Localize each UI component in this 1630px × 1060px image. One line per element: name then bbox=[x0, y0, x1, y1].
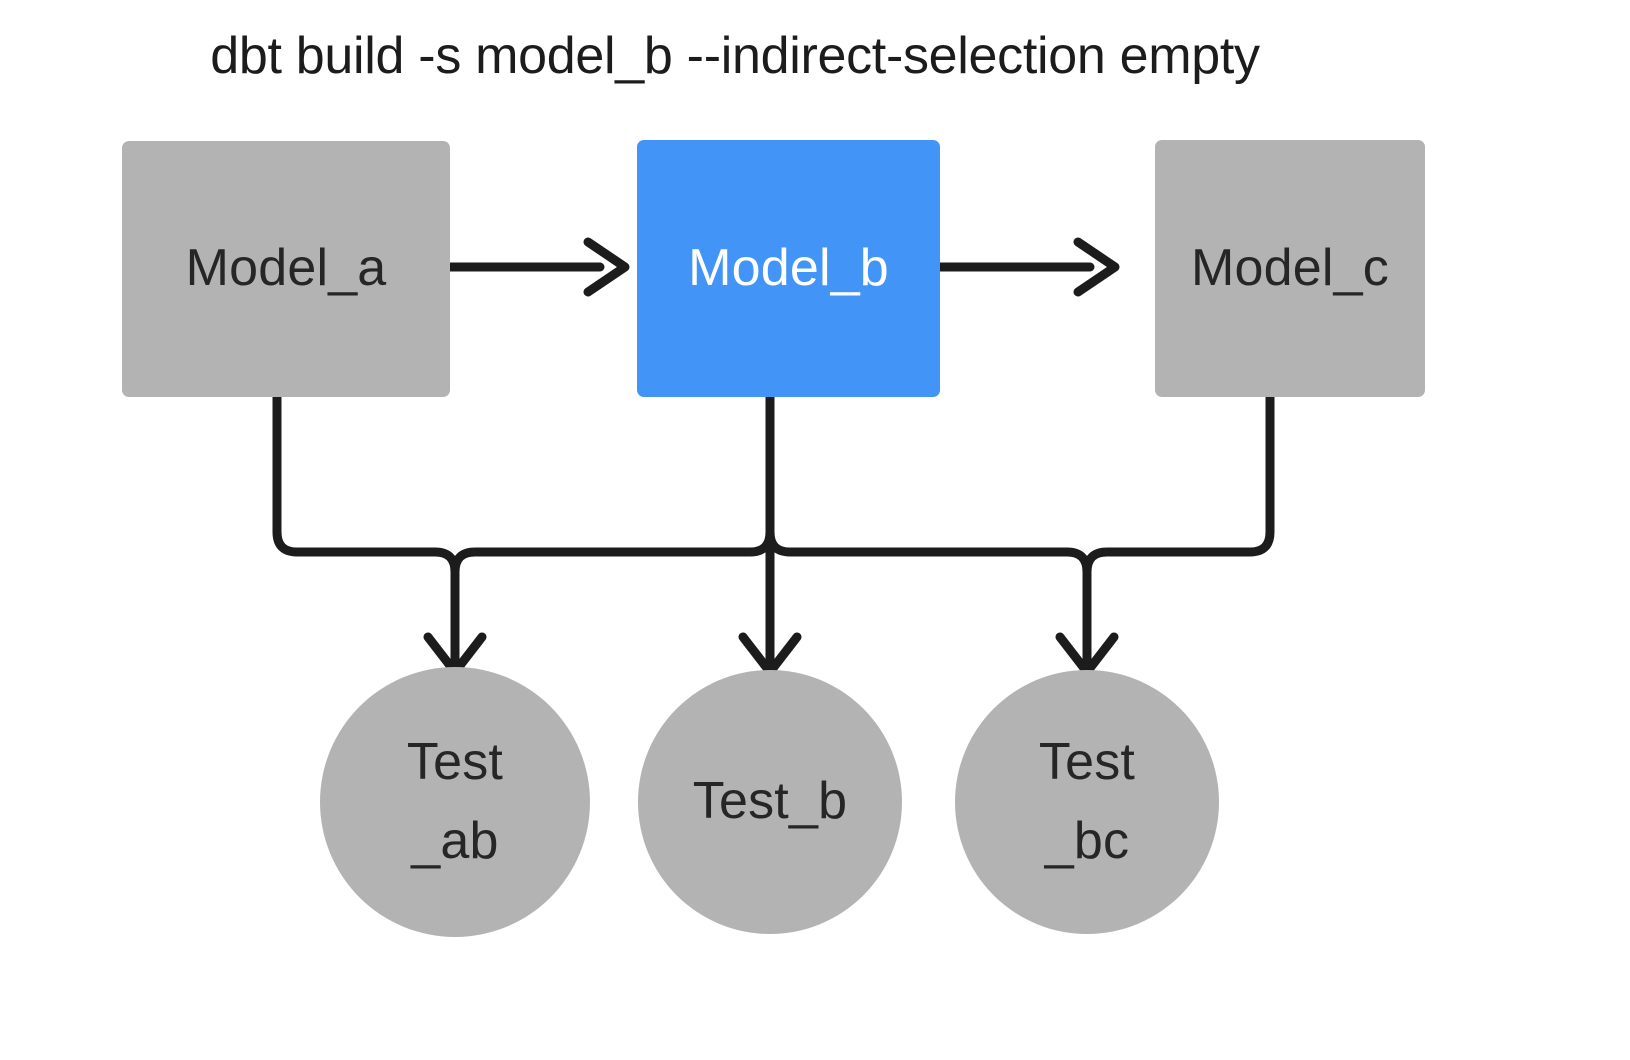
edge-model-c-to-test-bc bbox=[1082, 392, 1275, 577]
node-model-c[interactable] bbox=[1155, 140, 1425, 397]
edge-model-a-to-test-ab bbox=[272, 392, 460, 665]
edge-model-b-to-test-bc bbox=[765, 392, 1092, 665]
nodes-layer bbox=[122, 140, 1425, 937]
edge-model-b-to-test-ab bbox=[450, 392, 775, 577]
node-test-b[interactable] bbox=[638, 670, 902, 934]
edge-model-b-to-model-c-arrowhead bbox=[1073, 237, 1120, 297]
page-title: dbt build -s model_b --indirect-selectio… bbox=[210, 27, 1260, 85]
edge-model-a-to-model-b-arrowhead bbox=[583, 237, 630, 297]
node-test-bc[interactable] bbox=[955, 670, 1219, 934]
node-model-a[interactable] bbox=[122, 141, 450, 397]
node-model-b[interactable] bbox=[637, 140, 940, 397]
node-test-ab[interactable] bbox=[320, 667, 590, 937]
